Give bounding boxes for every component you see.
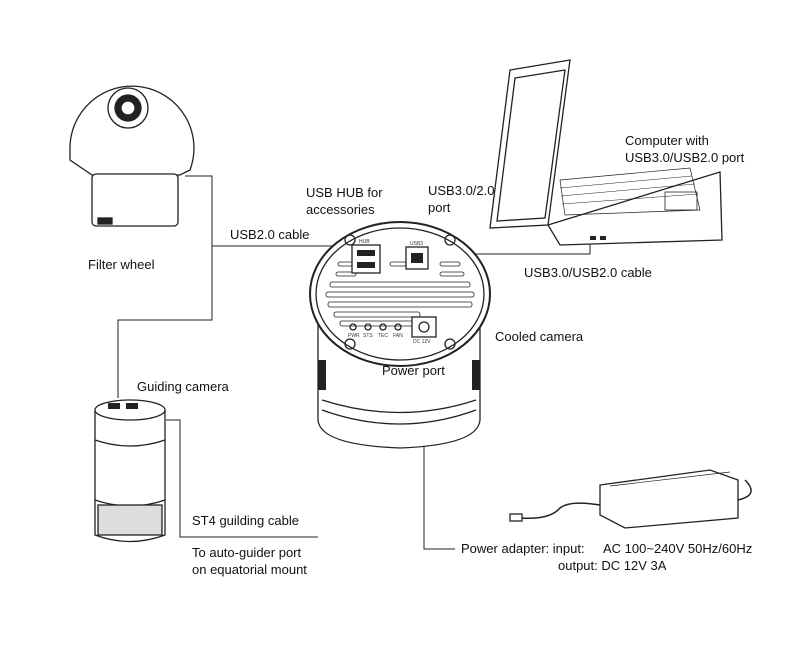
drawing-stroke: [496, 69, 566, 222]
drawing-stroke: [120, 100, 136, 116]
drawing-stroke: [664, 191, 698, 211]
cooled-camera-label: Cooled camera: [495, 329, 584, 344]
dc-port-label: DC 12V: [413, 339, 431, 345]
drawing-stroke: [364, 323, 372, 331]
led-label-sts: STS: [363, 333, 373, 339]
drawing-stroke: [108, 403, 120, 409]
power-port-label: Power port: [382, 363, 445, 378]
drawing-stroke: [357, 250, 375, 256]
drawing-stroke: [344, 234, 356, 246]
adapter-input-label: Power adapter: input:: [461, 541, 585, 556]
laptop-drawing: [489, 59, 723, 246]
computer-label: Computer with USB3.0/USB2.0 port: [625, 132, 744, 166]
drawing-stroke: [519, 502, 601, 520]
drawing-stroke: [329, 281, 471, 288]
drawing-stroke: [344, 338, 356, 350]
drawing-stroke: [69, 85, 195, 176]
drawing-stroke: [335, 271, 357, 277]
drawing-stroke: [444, 234, 456, 246]
drawing-stroke: [547, 171, 723, 246]
drawing-stroke: [315, 227, 485, 361]
drawing-stroke: [321, 409, 477, 425]
usb2-cable-line: [185, 175, 352, 247]
vent-slots: [325, 261, 475, 327]
guider-hub-line: [117, 246, 213, 398]
usb3-cable-line: [440, 242, 591, 255]
drawing-stroke: [600, 236, 606, 240]
usb-hub-label-line2: accessories: [306, 202, 375, 217]
led-label-pwr: PWR: [348, 333, 360, 339]
drawing-stroke: [309, 221, 491, 367]
computer-label-line1: Computer with: [625, 133, 709, 148]
drawing-stroke: [444, 338, 456, 350]
usb3-port-label-line1: USB3.0/2.0: [428, 183, 495, 198]
usb-hub-label: USB HUB for accessories: [306, 184, 383, 218]
autoguider-label-line1: To auto-guider port: [192, 545, 302, 560]
drawing-stroke: [609, 471, 731, 487]
cooled-camera-drawing: HUB USB3 PWR STS TEC FAN DC 12V: [309, 221, 491, 449]
drawing-stroke: [418, 321, 430, 333]
drawing-stroke: [321, 399, 477, 414]
usb3-cable-label: USB3.0/USB2.0 cable: [524, 265, 652, 280]
autoguider-label: To auto-guider port on equatorial mount: [192, 544, 307, 578]
usb3-port-label: USB3: [410, 241, 423, 247]
filter-wheel-drawing: [69, 85, 195, 227]
drawing-stroke: [327, 301, 473, 308]
led-label-fan: FAN: [393, 333, 403, 339]
drawing-stroke: [559, 175, 699, 205]
drawing-stroke: [411, 253, 423, 263]
drawing-stroke: [560, 183, 696, 197]
power-adapter-drawing: [509, 469, 752, 529]
filter-wheel-label: Filter wheel: [88, 257, 155, 272]
drawing-stroke: [509, 513, 523, 522]
usb3-port-label-text: USB3.0/2.0 port: [428, 182, 495, 216]
usb3-port-label-line2: port: [428, 200, 451, 215]
dc-power-port: [411, 316, 437, 338]
hub-port-label: HUB: [359, 239, 370, 245]
drawing-stroke: [357, 262, 375, 268]
drawing-stroke: [325, 291, 475, 298]
adapter-input-value: AC 100~240V 50Hz/60Hz: [603, 541, 753, 556]
drawing-stroke: [439, 261, 461, 267]
guiding-camera-drawing: [94, 399, 166, 543]
drawing-stroke: [318, 360, 326, 390]
led-label-tec: TEC: [378, 333, 388, 339]
drawing-stroke: [91, 173, 179, 227]
usb-hub-port: [351, 244, 381, 274]
drawing-stroke: [379, 323, 387, 331]
st4-cable-line: [166, 419, 318, 538]
drawing-stroke: [439, 271, 465, 277]
drawing-stroke: [737, 479, 752, 501]
usb-hub-label-line1: USB HUB for: [306, 185, 383, 200]
guiding-camera-label: Guiding camera: [137, 379, 229, 394]
drawing-stroke: [599, 469, 739, 529]
drawing-stroke: [394, 323, 402, 331]
computer-label-line2: USB3.0/USB2.0 port: [625, 150, 745, 165]
st4-cable-label: ST4 guilding cable: [192, 513, 299, 528]
adapter-output-label: output: DC 12V 3A: [558, 558, 667, 573]
usb2-cable-label: USB2.0 cable: [230, 227, 310, 242]
drawing-stroke: [333, 311, 421, 318]
drawing-stroke: [472, 360, 480, 390]
drawing-stroke: [94, 439, 166, 447]
drawing-stroke: [590, 236, 596, 240]
drawing-stroke: [561, 193, 699, 205]
drawing-stroke: [97, 504, 163, 536]
autoguider-label-line2: on equatorial mount: [192, 562, 307, 577]
drawing-stroke: [126, 403, 138, 409]
drawing-stroke: [559, 167, 701, 216]
drawing-stroke: [559, 175, 693, 189]
drawing-stroke: [349, 323, 357, 331]
drawing-stroke: [489, 59, 571, 229]
drawing-stroke: [97, 217, 113, 225]
